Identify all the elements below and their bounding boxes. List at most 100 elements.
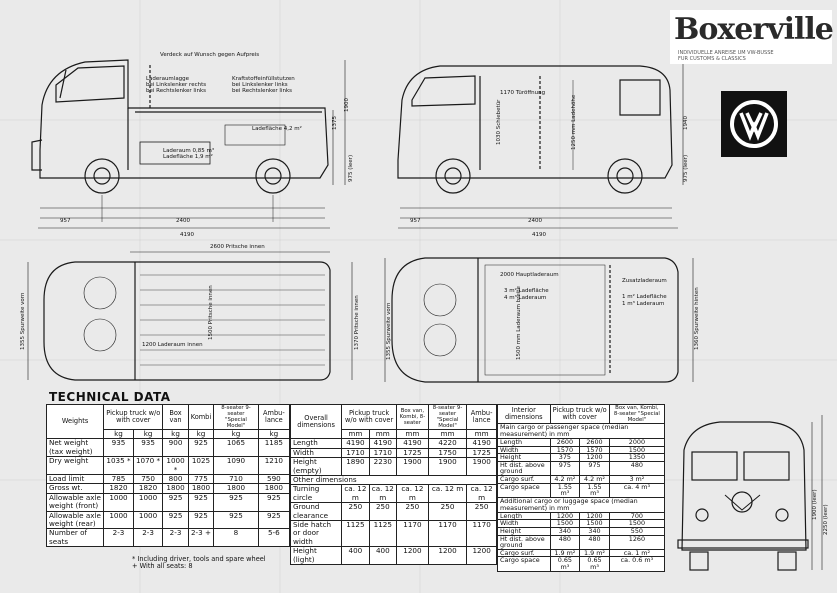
dims-value: 250 [368, 502, 398, 522]
dims-value: 1125 [368, 520, 398, 548]
svg-text:4190: 4190 [532, 232, 546, 238]
dims-value: 4190 [368, 438, 398, 449]
weights-value: 1025 [187, 456, 215, 476]
interior-value: 340 [549, 526, 581, 536]
interior-value: 3 m² [608, 474, 666, 484]
dims-value: ca. 12 m [427, 484, 468, 504]
interior-value: ca. 0.6 m³ [608, 556, 666, 572]
dims-value: 1200 [427, 546, 468, 566]
dims-label: Length [289, 438, 343, 449]
dim-h2: 1375 [332, 116, 338, 130]
svg-text:2400: 2400 [528, 218, 542, 224]
interior-header: Interior dimensions [497, 404, 551, 424]
svg-text:1030 Schiebetür: 1030 Schiebetür [496, 99, 502, 145]
dims-value: ca. 12 m [466, 484, 497, 504]
interior-value: 4.2 m² [579, 474, 610, 484]
weights-value: 1065 [213, 438, 259, 458]
svg-text:1355 Spurweite vorn: 1355 Spurweite vorn [386, 302, 392, 360]
svg-text:1360 Spurweite hinten: 1360 Spurweite hinten [694, 287, 700, 350]
svg-text:bei Rechtslenker links: bei Rechtslenker links [232, 88, 292, 94]
interior-section: Additional cargo or luggage space (media… [497, 496, 665, 513]
weights-unit: kg [187, 428, 215, 440]
interior-value: 1260 [608, 534, 666, 550]
dims-header: Overall dimensions [289, 403, 343, 440]
weights-value: 1070 * [132, 456, 164, 476]
svg-text:Zusatzladeraum: Zusatzladeraum [622, 278, 667, 284]
dims-header: Box van, Kombi, 8-seater [396, 404, 429, 430]
dims-header: 8-seater 9-seater "Special Model" [427, 404, 468, 430]
dims-value: 4220 [427, 438, 468, 449]
dims-value: 2230 [368, 457, 398, 477]
interior-value: 2600 [579, 438, 610, 447]
dims-label: Ground clearance [289, 502, 343, 522]
interior-value: 480 [608, 460, 666, 476]
interior-value: 0.65 m³ [579, 556, 610, 572]
pickup-top-view [27, 251, 353, 381]
interior-value: 2000 [608, 438, 666, 447]
svg-text:4 m³ Laderaum: 4 m³ Laderaum [504, 294, 546, 301]
interior-label: Length [497, 438, 551, 447]
weights-value: 1000 [103, 510, 134, 530]
weights-header: Weights [45, 403, 105, 440]
weights-value: 1000 * [162, 456, 189, 476]
dim-height: 1900 [344, 98, 350, 112]
weights-value: 925 [213, 492, 259, 512]
interior-value: 975 [579, 460, 610, 476]
weights-value: 1000 [132, 510, 164, 530]
dims-header: Ambu-lance [466, 404, 497, 430]
interior-value: 550 [608, 526, 666, 536]
vw-badge-icon [730, 100, 778, 148]
dims-value: 400 [341, 546, 370, 566]
weights-value: 1800 [213, 483, 259, 494]
interior-label: Cargo space [497, 556, 551, 572]
weights-value: 1185 [257, 438, 291, 458]
weights-header: 8-seater 9-seater "Special Model" [213, 404, 259, 430]
brand-logo: Boxerville INDIVIDUELLE ANREISE UM VW-BU… [670, 10, 834, 64]
brand-name: Boxerville [674, 12, 834, 47]
svg-text:975 (leer): 975 (leer) [683, 155, 689, 182]
dims-label: Turning circle [289, 484, 343, 504]
weights-value: 1000 [132, 492, 164, 512]
interior-label: Cargo surf. [497, 474, 551, 484]
dims-value: 400 [368, 546, 398, 566]
svg-text:1250 mm Ladehöhe: 1250 mm Ladehöhe [571, 94, 577, 150]
dim-under: 1200 Laderaum innen [142, 342, 203, 348]
weights-header: Pickup truck w/o with cover [103, 404, 164, 430]
dim-total: 4190 [180, 232, 194, 238]
svg-text:1 m² Ladefläche: 1 m² Ladefläche [622, 293, 667, 300]
weights-value: 2-3 [162, 528, 189, 548]
weights-value: 1800 [162, 483, 189, 494]
dims-value: 1900 [466, 457, 497, 477]
dims-value: 4190 [466, 438, 497, 449]
weights-value: 935 [132, 438, 164, 458]
weights-value: 5-6 [257, 528, 291, 548]
weights-header: Box van [162, 404, 189, 430]
weights-header: Kombi [187, 404, 215, 430]
weights-value: 925 [162, 492, 189, 512]
dims-value: 1170 [466, 520, 497, 548]
weights-value: 2-3 [132, 528, 164, 548]
svg-text:1 m³ Laderaum: 1 m³ Laderaum [622, 300, 664, 307]
weights-value: 1820 [132, 483, 164, 494]
interior-label: Height [497, 526, 551, 536]
interior-value: ca. 4 m³ [608, 482, 666, 498]
svg-text:bei Linkslenker rechts: bei Linkslenker rechts [146, 82, 206, 88]
dims-value: 1890 [341, 457, 370, 477]
front-h1: 1900 (leer) [812, 489, 818, 520]
weights-value: 2-3 [103, 528, 134, 548]
interior-header: Pickup truck w/o with cover [549, 404, 610, 424]
interior-value: 0.65 m³ [549, 556, 581, 572]
interior-value: 480 [549, 534, 581, 550]
dims-value: ca. 12 m [341, 484, 370, 504]
footnote-2: + With all seats: 8 [132, 562, 193, 571]
